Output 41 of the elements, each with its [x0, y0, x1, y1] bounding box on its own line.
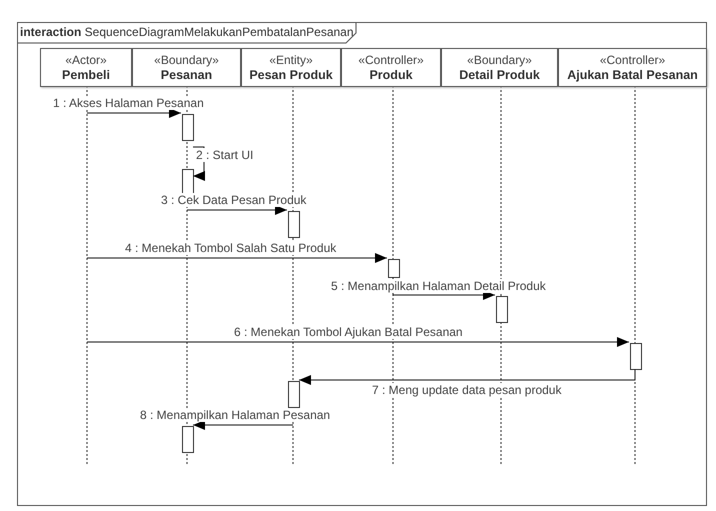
- lifeline-head: [441, 48, 558, 87]
- activation-bar: [182, 114, 194, 141]
- lifeline-head: [558, 48, 707, 87]
- lifeline-head: [132, 48, 241, 87]
- participant-name: Ajukan Batal Pesanan: [567, 68, 698, 82]
- message-arrow: [392, 276, 496, 300]
- lifeline-head: [241, 48, 341, 87]
- message-arrow: [298, 368, 636, 385]
- participant-name: Pesan Produk: [249, 68, 333, 82]
- activation-bar: [388, 259, 400, 278]
- message-label: 5 : Menampilkan Halaman Detail Produk: [330, 279, 547, 293]
- message-label: 1 : Akses Halaman Pesanan: [52, 96, 205, 110]
- activation-bar: [182, 426, 194, 453]
- activation-bar: [288, 211, 300, 238]
- lifeline-head: [40, 48, 132, 87]
- activation-bar: [630, 343, 642, 370]
- activation-bar: [496, 296, 508, 323]
- message-label: 3 : Cek Data Pesan Produk: [160, 193, 308, 207]
- message-arrow: [86, 337, 630, 347]
- message-arrow: [186, 205, 288, 215]
- frame-title: interaction SequenceDiagramMelakukanPembatalanPesanan: [20, 25, 354, 39]
- message-label: 6 : Menekan Tombol Ajukan Batal Pesanan: [233, 325, 464, 339]
- message-label: 4 : Menekah Tombol Salah Satu Produk: [124, 241, 338, 255]
- message-label: 2 : Start UI: [195, 148, 254, 162]
- stereotype-text: «Entity»: [269, 52, 313, 68]
- message-arrow: [192, 420, 294, 430]
- message-label: 7 : Meng update data pesan produk: [371, 383, 562, 397]
- message-arrow: [86, 108, 182, 118]
- stereotype-text: «Controller»: [358, 52, 424, 68]
- message-arrow: [86, 253, 388, 263]
- stereotype-text: «Boundary»: [154, 52, 219, 68]
- stereotype-text: «Boundary»: [467, 52, 532, 68]
- participant-name: Produk: [369, 68, 413, 82]
- stereotype-text: «Actor»: [65, 52, 107, 68]
- participant-name: Detail Produk: [459, 68, 540, 82]
- participant-name: Pembeli: [62, 68, 110, 82]
- stereotype-text: «Controller»: [600, 52, 666, 68]
- lifeline-head: [341, 48, 441, 87]
- participant-name: Pesanan: [160, 68, 212, 82]
- message-label: 8 : Menampilkan Halaman Pesanan: [139, 408, 332, 422]
- activation-bar: [288, 381, 300, 408]
